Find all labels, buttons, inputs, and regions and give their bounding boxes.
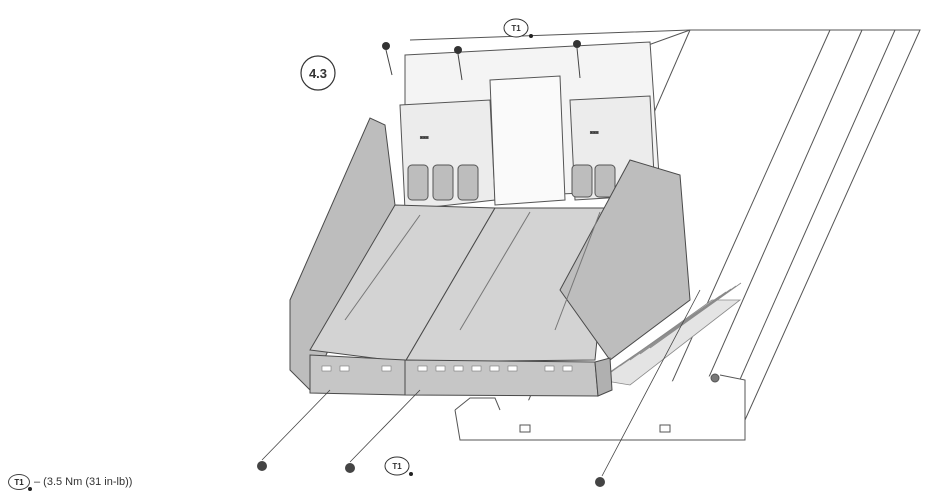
torque-icon: T1 — [8, 474, 32, 491]
torque-legend: T1 – (3.5 Nm (31 in-lb)) — [8, 474, 133, 491]
torque-marker-bottom: T1 — [392, 462, 402, 471]
step-badge: 4.3 — [300, 55, 336, 91]
top-screws — [382, 40, 581, 81]
bezel-slots — [321, 365, 573, 372]
breaker-label-right: ▪▪▪ — [590, 128, 599, 137]
breaker-assembly: ▪▪▪ ▪▪▪ — [399, 41, 661, 211]
screw-icon — [257, 461, 267, 471]
screw-icon — [382, 42, 393, 76]
breaker-label-left: ▪▪▪ — [420, 133, 429, 142]
torque-marker-top: T1 — [511, 24, 521, 33]
ribbed-rail — [598, 282, 742, 386]
bottom-screws — [257, 289, 701, 487]
base-tray — [454, 373, 746, 441]
screw-icon — [454, 46, 463, 81]
front-bezel — [309, 354, 613, 397]
torque-icon: T1 — [503, 18, 533, 38]
breaker-slots-right — [571, 164, 616, 198]
torque-icon: T1 — [384, 456, 413, 476]
breaker-slots-left — [407, 164, 479, 201]
legend-marker-label: T1 — [14, 477, 24, 487]
step-number: 4.3 — [309, 66, 327, 81]
screw-icon — [573, 40, 581, 79]
screw-icon — [595, 477, 605, 487]
screw-icon — [345, 463, 355, 473]
right-side-panel — [559, 159, 691, 361]
cover-panels — [289, 117, 691, 391]
legend-text: – (3.5 Nm (31 in-lb)) — [34, 476, 133, 488]
